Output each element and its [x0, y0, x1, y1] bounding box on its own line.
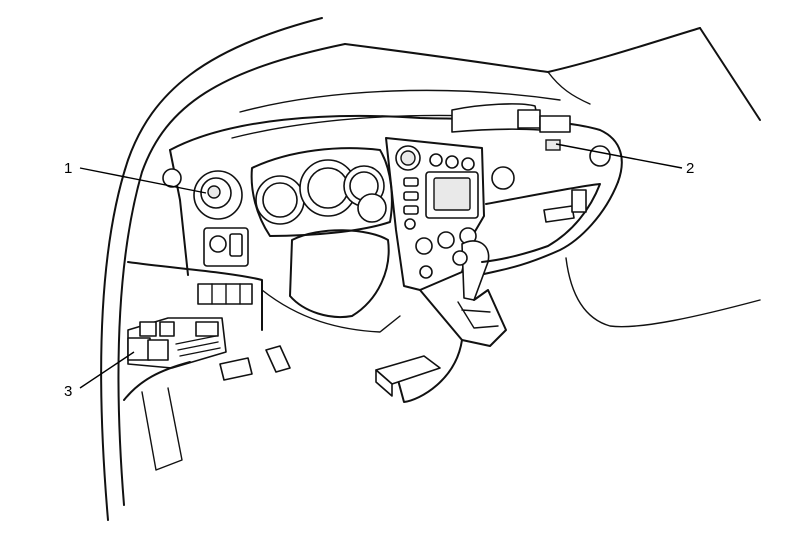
radio-display [433, 177, 471, 211]
lower-switch-row [197, 283, 253, 305]
brake-pedal [219, 357, 253, 381]
floor-module-side [375, 369, 393, 397]
accelerator-pedal [265, 345, 291, 373]
right-kick-panel [565, 257, 761, 328]
headlamp-switch-center [207, 185, 221, 199]
fuse-hatching [175, 335, 221, 357]
door-seal [141, 387, 183, 471]
windshield-top [344, 27, 701, 73]
gauge-speedometer-inner [307, 167, 349, 209]
right-side-vent [589, 145, 611, 167]
defrost-line-1 [239, 89, 561, 113]
knee-bolster [261, 289, 401, 333]
stack-button-2 [461, 157, 475, 171]
gauge-small [357, 193, 387, 223]
center-vent-left-inner [400, 150, 416, 166]
callout-2-leader [555, 143, 683, 169]
sensor-block-b [539, 115, 571, 133]
left-corner-vent [162, 168, 182, 188]
left-lower-panel [127, 261, 263, 331]
shifter-gate [457, 301, 499, 329]
relay-1 [127, 337, 151, 361]
hvac-knob-4 [419, 265, 433, 279]
mirror-switch-toggle [229, 233, 243, 257]
a-pillar-outer [100, 17, 323, 521]
callout-1-leader [79, 167, 207, 194]
radio-knob [404, 218, 416, 230]
left-dash-edge [169, 149, 189, 276]
cluster-hood [250, 147, 393, 237]
relay-2 [147, 339, 169, 361]
radio-button-2 [403, 191, 419, 201]
glovebox [481, 183, 601, 263]
gauge-left-inner [262, 182, 298, 218]
fuse-row [195, 321, 219, 337]
relay-3 [139, 321, 157, 337]
radio-button-1 [403, 177, 419, 187]
sensor-block-a [517, 109, 541, 129]
lower-console [397, 339, 463, 403]
glovebox-handle [543, 205, 575, 223]
stack-button-1 [445, 155, 459, 169]
glovebox-latch [571, 189, 587, 213]
callout-2-label: 2 [686, 160, 694, 177]
console [419, 289, 507, 347]
callout-3-leader [79, 351, 135, 389]
callout-3-label: 3 [64, 383, 72, 400]
a-pillar-inner [117, 43, 346, 506]
dash-right-end [479, 181, 619, 276]
center-stack [385, 137, 485, 291]
shifter-button [452, 250, 468, 266]
right-pillar [699, 27, 761, 121]
hvac-knob-2 [437, 231, 455, 249]
windshield-line [547, 71, 591, 105]
hazard-button [429, 153, 443, 167]
steering-column-cover [289, 229, 390, 318]
relay-4 [159, 321, 175, 337]
mirror-switch-knob [209, 235, 227, 253]
callout-1-label: 1 [64, 160, 72, 177]
hvac-knob-1 [415, 237, 433, 255]
shifter-knob [461, 240, 490, 301]
left-kick-panel [123, 361, 191, 401]
center-right-vent [491, 166, 515, 190]
radio-button-3 [403, 205, 419, 215]
